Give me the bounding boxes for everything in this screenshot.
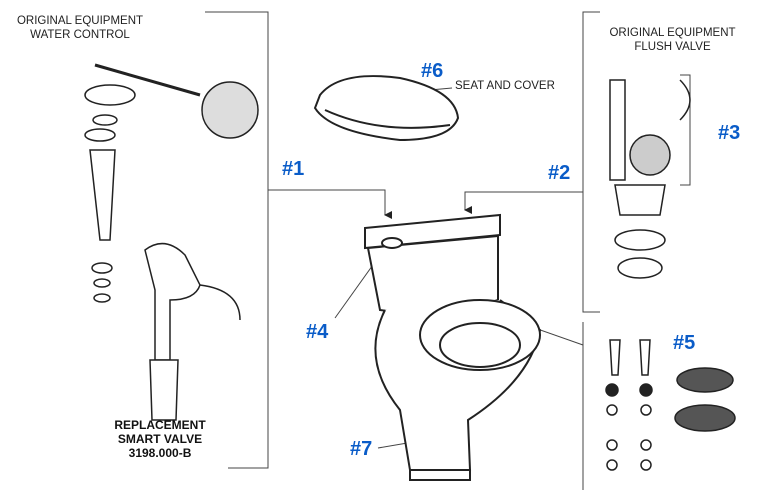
water-control-line1: ORIGINAL EQUIPMENT	[16, 15, 144, 27]
flush-valve-parts	[609, 79, 691, 279]
flush-valve-bracket	[582, 11, 600, 313]
callout-5: #5	[673, 332, 696, 354]
callout-3: #3	[718, 122, 741, 144]
water-control-bracket	[205, 11, 269, 469]
callout-1-leader	[268, 189, 392, 219]
water-control-line2: WATER CONTROL	[30, 29, 130, 41]
replacement-line2: SMART VALVE	[117, 432, 203, 446]
seat-illustration	[313, 75, 460, 142]
callout-6: #6	[421, 60, 444, 82]
bolt-kit-parts	[605, 339, 736, 471]
flush-valve-line1: ORIGINAL EQUIPMENT	[609, 27, 736, 39]
replacement-line1: REPLACEMENT	[114, 418, 206, 432]
seat-and-cover-label: SEAT AND COVER	[455, 80, 555, 92]
water-control-parts	[84, 63, 259, 421]
flush-valve-line2: FLUSH VALVE	[634, 41, 711, 53]
callout-4: #4	[306, 321, 329, 343]
callout-1: #1	[282, 158, 305, 180]
callout-2: #2	[548, 162, 571, 184]
replacement-valve-title: REPLACEMENT SMART VALVE 3198.000-B	[100, 418, 220, 460]
callout-2-leader	[464, 191, 583, 214]
callout-7: #7	[350, 438, 373, 460]
replacement-part-number: 3198.000-B	[128, 446, 192, 460]
callout-3-bracket	[680, 74, 691, 186]
water-control-title: ORIGINAL EQUIPMENT WATER CONTROL	[10, 14, 150, 42]
flush-valve-title: ORIGINAL EQUIPMENT FLUSH VALVE	[600, 26, 745, 54]
toilet-illustration	[364, 213, 542, 481]
